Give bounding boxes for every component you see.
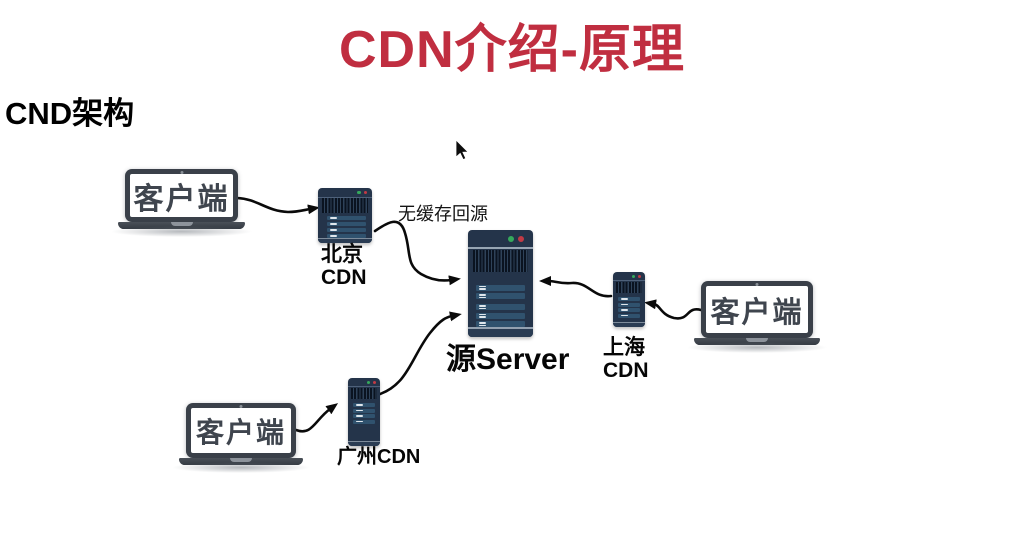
section-heading: CND架构 <box>5 96 135 131</box>
laptop-shadow <box>111 226 252 237</box>
drive-bay <box>327 227 366 233</box>
server-status-leds <box>613 272 645 280</box>
drive-bay <box>476 284 525 291</box>
laptop-display: 客户端 <box>706 286 808 333</box>
drive-bay <box>618 302 640 307</box>
laptop-shadow <box>687 342 827 353</box>
drive-bay <box>476 312 525 319</box>
server-separator <box>468 247 533 250</box>
laptop-base <box>118 222 245 229</box>
arrow-client-left-to-beijing-cdn <box>235 196 320 215</box>
laptop-display: 客户端 <box>191 408 291 453</box>
arrow-client-bottom-to-guangzhou-cdn <box>294 403 339 433</box>
server-separator <box>613 280 645 281</box>
server-status-leds <box>468 230 533 247</box>
server-drive-bays <box>318 215 372 239</box>
drive-bay <box>353 419 375 424</box>
laptop-display: 客户端 <box>130 174 233 217</box>
arrow-shanghai-cdn-to-origin <box>539 276 613 298</box>
green-led-icon <box>367 380 370 384</box>
drive-bay <box>327 233 366 239</box>
client-label: 客户端 <box>195 416 286 448</box>
server-foot <box>613 322 645 327</box>
drive-bay <box>353 414 375 418</box>
laptop-base <box>179 458 303 465</box>
laptop-shadow <box>172 462 310 473</box>
drive-bay <box>618 297 640 301</box>
server-foot <box>318 238 372 243</box>
drive-bay <box>476 304 525 311</box>
arrow-client-right-to-shanghai-cdn <box>644 299 703 320</box>
server-status-leds <box>348 378 380 386</box>
server-vent-icon <box>351 388 377 399</box>
drive-bay <box>327 215 366 221</box>
drive-bay <box>618 308 640 312</box>
red-led-icon <box>373 380 376 384</box>
server-vent-icon <box>322 198 368 213</box>
arrow-guangzhou-cdn-to-origin <box>378 311 462 396</box>
drive-bay <box>618 313 640 318</box>
label-line: CDN <box>321 266 367 289</box>
server-separator <box>348 386 380 387</box>
laptop-screen: 客户端 <box>186 403 296 458</box>
red-led-icon <box>638 274 641 278</box>
green-led-icon <box>508 235 514 242</box>
server-foot <box>468 327 533 337</box>
label-line: CDN <box>603 359 649 382</box>
green-led-icon <box>632 274 635 278</box>
laptop-screen: 客户端 <box>125 169 238 222</box>
server-cdn-shanghai <box>613 272 645 327</box>
label-shanghai-cdn: 上海 CDN <box>603 336 649 382</box>
laptop-base <box>694 338 820 345</box>
red-led-icon <box>518 235 524 242</box>
server-foot <box>348 441 380 446</box>
client-laptop-right: 客户端 <box>687 281 827 353</box>
mouse-cursor-icon <box>455 140 469 161</box>
laptop-camera-icon <box>755 282 759 286</box>
server-status-leds <box>318 188 372 197</box>
server-origin <box>468 230 533 337</box>
label-beijing-cdn: 北京 CDN <box>321 243 367 289</box>
drive-bay <box>353 403 375 407</box>
arrow-beijing-cdn-to-origin <box>373 220 461 286</box>
laptop-screen: 客户端 <box>701 281 813 338</box>
client-label: 客户端 <box>710 296 804 329</box>
server-drive-bays <box>613 297 645 318</box>
drive-bay <box>476 321 525 328</box>
client-laptop-bottom: 客户端 <box>172 403 310 473</box>
edge-label-no-cache-back-to-origin: 无缓存回源 <box>398 204 488 224</box>
laptop-camera-icon <box>180 170 183 174</box>
drive-bay <box>327 221 366 227</box>
server-separator <box>318 196 372 198</box>
drive-bay <box>476 293 525 300</box>
red-led-icon <box>363 190 367 195</box>
slide-title: CDN介绍-原理 <box>339 21 685 79</box>
label-origin-server: 源Server <box>446 343 570 376</box>
server-cdn-guangzhou <box>348 378 380 446</box>
label-line: 上海 <box>603 336 645 359</box>
client-label: 客户端 <box>133 182 230 216</box>
server-vent-icon <box>473 250 528 272</box>
server-drive-bays <box>468 284 533 300</box>
server-cdn-beijing <box>318 188 372 243</box>
client-laptop-left: 客户端 <box>111 169 252 237</box>
server-drive-bays <box>468 304 533 328</box>
label-guangzhou-cdn: 广州CDN <box>337 446 421 468</box>
server-drive-bays <box>348 403 380 424</box>
server-vent-icon <box>616 282 642 293</box>
drive-bay <box>353 408 375 413</box>
laptop-camera-icon <box>239 404 243 408</box>
green-led-icon <box>357 190 361 195</box>
label-line: 北京 <box>321 243 363 266</box>
